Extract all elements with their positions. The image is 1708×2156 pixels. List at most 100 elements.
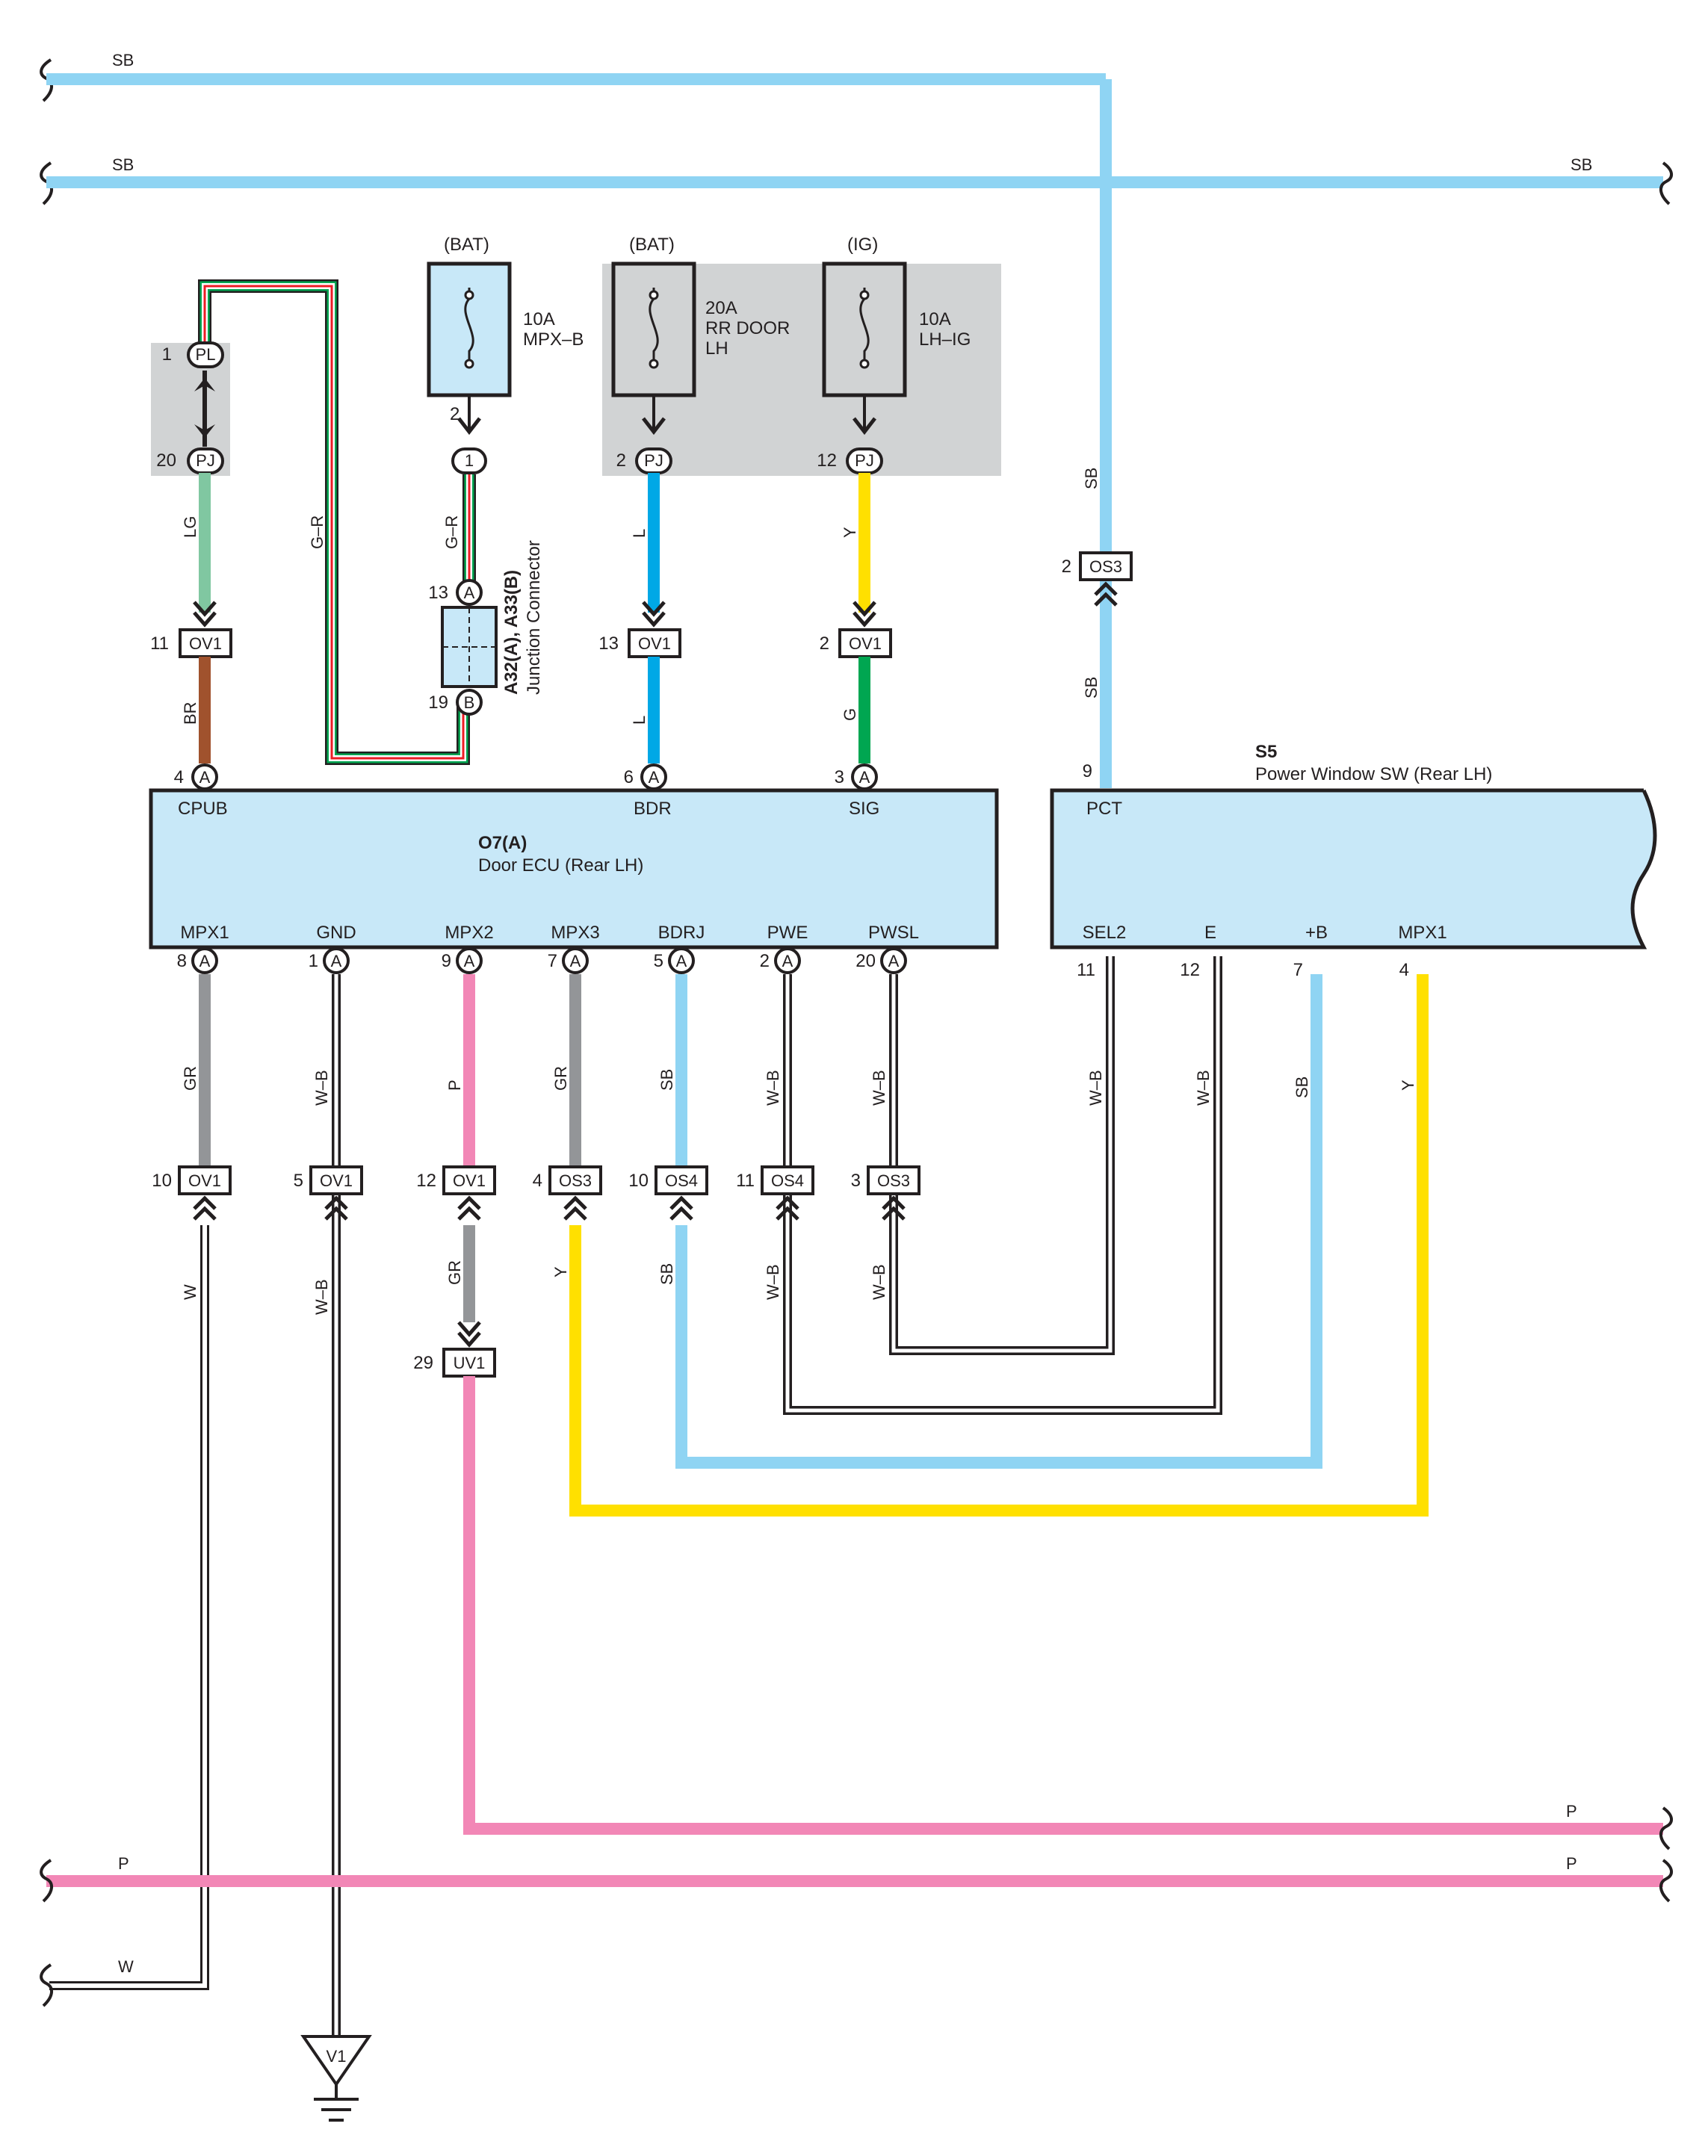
wire-mpx2: P GR UV1 29 P — [413, 974, 1673, 1850]
svg-text:12: 12 — [416, 1171, 436, 1191]
wire-label-sb-top2-right: SB — [1571, 155, 1592, 174]
ecu-bottom-pin: A7 — [548, 947, 589, 974]
fuse-one-conn: 1 — [451, 447, 487, 474]
ecu-bottom-pin: A8 — [177, 947, 218, 974]
pin-pj3: 12 — [817, 450, 837, 471]
svg-text:10: 10 — [152, 1171, 172, 1191]
conn-ov1-a: OV1 — [189, 634, 222, 653]
junction-conn-b: B — [464, 693, 475, 712]
svg-text:6: 6 — [624, 767, 634, 787]
wire-label-l1: L — [630, 529, 649, 538]
svg-text:W–B: W–B — [764, 1070, 782, 1106]
pin-os3-top: 2 — [1062, 557, 1071, 577]
fuse-supply: (BAT) — [629, 235, 675, 255]
fuse-name: MPX–B — [523, 329, 584, 350]
svg-text:OS3: OS3 — [559, 1171, 592, 1190]
ecu-bottom-pin: A1 — [309, 947, 350, 974]
fuse-mpx-b: (BAT) 10A MPX–B 2 — [427, 235, 584, 436]
wire-pwsl: W–B W–B W–B — [870, 956, 1115, 1355]
svg-text:W–B: W–B — [764, 1264, 782, 1300]
svg-text:OV1: OV1 — [320, 1171, 353, 1190]
arrow-icon — [776, 1195, 799, 1221]
svg-text:BDRJ: BDRJ — [658, 923, 705, 943]
svg-text:8: 8 — [177, 951, 187, 971]
arrow-icon — [642, 417, 666, 436]
ecu-name: Door ECU (Rear LH) — [478, 855, 643, 876]
wire-label-lg: LG — [181, 516, 199, 538]
svg-text:GND: GND — [316, 923, 356, 943]
fuse-name2: LH — [705, 338, 728, 359]
svg-text:A: A — [859, 768, 870, 787]
fuse-rr-door: (BAT) 20A RR DOOR LH — [611, 235, 790, 436]
wire-bdrj: SB SB SB — [657, 974, 1322, 1469]
svg-text:W–B: W–B — [870, 1070, 888, 1106]
fuse-amp: 20A — [705, 298, 737, 318]
svg-text:11: 11 — [736, 1171, 755, 1191]
svg-text:A: A — [676, 952, 687, 970]
fuse-supply: (BAT) — [444, 235, 489, 255]
p-bus: P P — [40, 1854, 1673, 1903]
svg-text:GR: GR — [181, 1066, 199, 1091]
svg-text:W–B: W–B — [870, 1264, 888, 1300]
svg-text:20: 20 — [855, 951, 876, 971]
svg-text:W: W — [181, 1284, 199, 1300]
svg-text:2: 2 — [760, 951, 770, 971]
lower-junction-connector: OV1 5 — [294, 1165, 363, 1221]
svg-text:OS3: OS3 — [877, 1171, 910, 1190]
wire-pwe: W–B W–B W–B — [764, 956, 1222, 1415]
conn-ov1-b: OV1 — [638, 634, 671, 653]
sb-bus: SB SB SB — [40, 51, 1673, 788]
wire-label-p1: P — [1566, 1802, 1577, 1821]
fuse-supply: (IG) — [847, 235, 878, 255]
svg-text:SB: SB — [1293, 1077, 1311, 1098]
wire-label-gr2: G–R — [442, 515, 461, 549]
svg-text:7: 7 — [1293, 960, 1303, 980]
arrow-icon — [457, 1195, 481, 1221]
svg-text:A: A — [464, 952, 475, 970]
svg-text:3: 3 — [835, 767, 844, 787]
svg-text:4: 4 — [1399, 960, 1409, 980]
junction-connector: A 13 B 19 A32(A), A33(B) Junction Connec… — [428, 540, 544, 716]
lower-junction-connector: OS3 4 — [533, 1165, 602, 1221]
lg-wire: LG OV1 11 BR — [150, 473, 232, 763]
fuse-lh-ig: (IG) 10A LH–IG — [822, 235, 971, 436]
arrow-icon — [457, 417, 481, 436]
ecu-pin-label: BDR — [634, 799, 672, 819]
junction-pin-b: 19 — [428, 693, 448, 713]
svg-text:4: 4 — [533, 1171, 542, 1191]
fuse-icon — [649, 288, 659, 366]
wire-label-p2: P — [118, 1854, 129, 1873]
svg-text:+B: +B — [1305, 923, 1328, 943]
ground-icon — [300, 2035, 372, 2087]
sw-name: Power Window SW (Rear LH) — [1255, 764, 1492, 784]
wire-label-y: Y — [841, 527, 859, 538]
svg-text:A: A — [649, 768, 660, 787]
svg-text:3: 3 — [851, 1171, 861, 1191]
svg-text:7: 7 — [548, 951, 557, 971]
wire-label-w: W — [118, 1957, 134, 1976]
arrow-icon — [193, 1195, 217, 1221]
arrow-icon — [324, 1195, 348, 1221]
svg-text:Y: Y — [1399, 1079, 1417, 1091]
svg-text:SEL2: SEL2 — [1083, 923, 1127, 943]
arrow-icon — [194, 424, 215, 438]
ecu-pin-label: SIG — [849, 799, 879, 819]
fuse-icon — [859, 288, 870, 366]
os3-top: SB OS3 2 SB — [1062, 468, 1133, 698]
conn-pj1: PJ — [196, 451, 215, 470]
pl-pj-link: PL 1 PJ 20 — [156, 341, 224, 474]
svg-text:5: 5 — [294, 1171, 303, 1191]
conn-uv1: UV1 — [454, 1354, 486, 1372]
l-wire: PJ 2 L OV1 13 L — [598, 447, 681, 763]
y-g-wire: PJ 12 Y OV1 2 G — [817, 447, 892, 763]
svg-text:A: A — [199, 768, 211, 787]
fuse-amp: 10A — [523, 309, 555, 329]
door-ecu: CPUB BDR SIG O7(A) Door ECU (Rear LH) MP… — [149, 788, 999, 950]
ecu-top-pins: A 4 A 6 A 3 9 — [174, 761, 1092, 790]
junction-pin-a: 13 — [428, 583, 448, 603]
wire-mpx1: GR W W — [40, 974, 211, 2007]
ecu-bottom-pin: A5 — [654, 947, 695, 974]
